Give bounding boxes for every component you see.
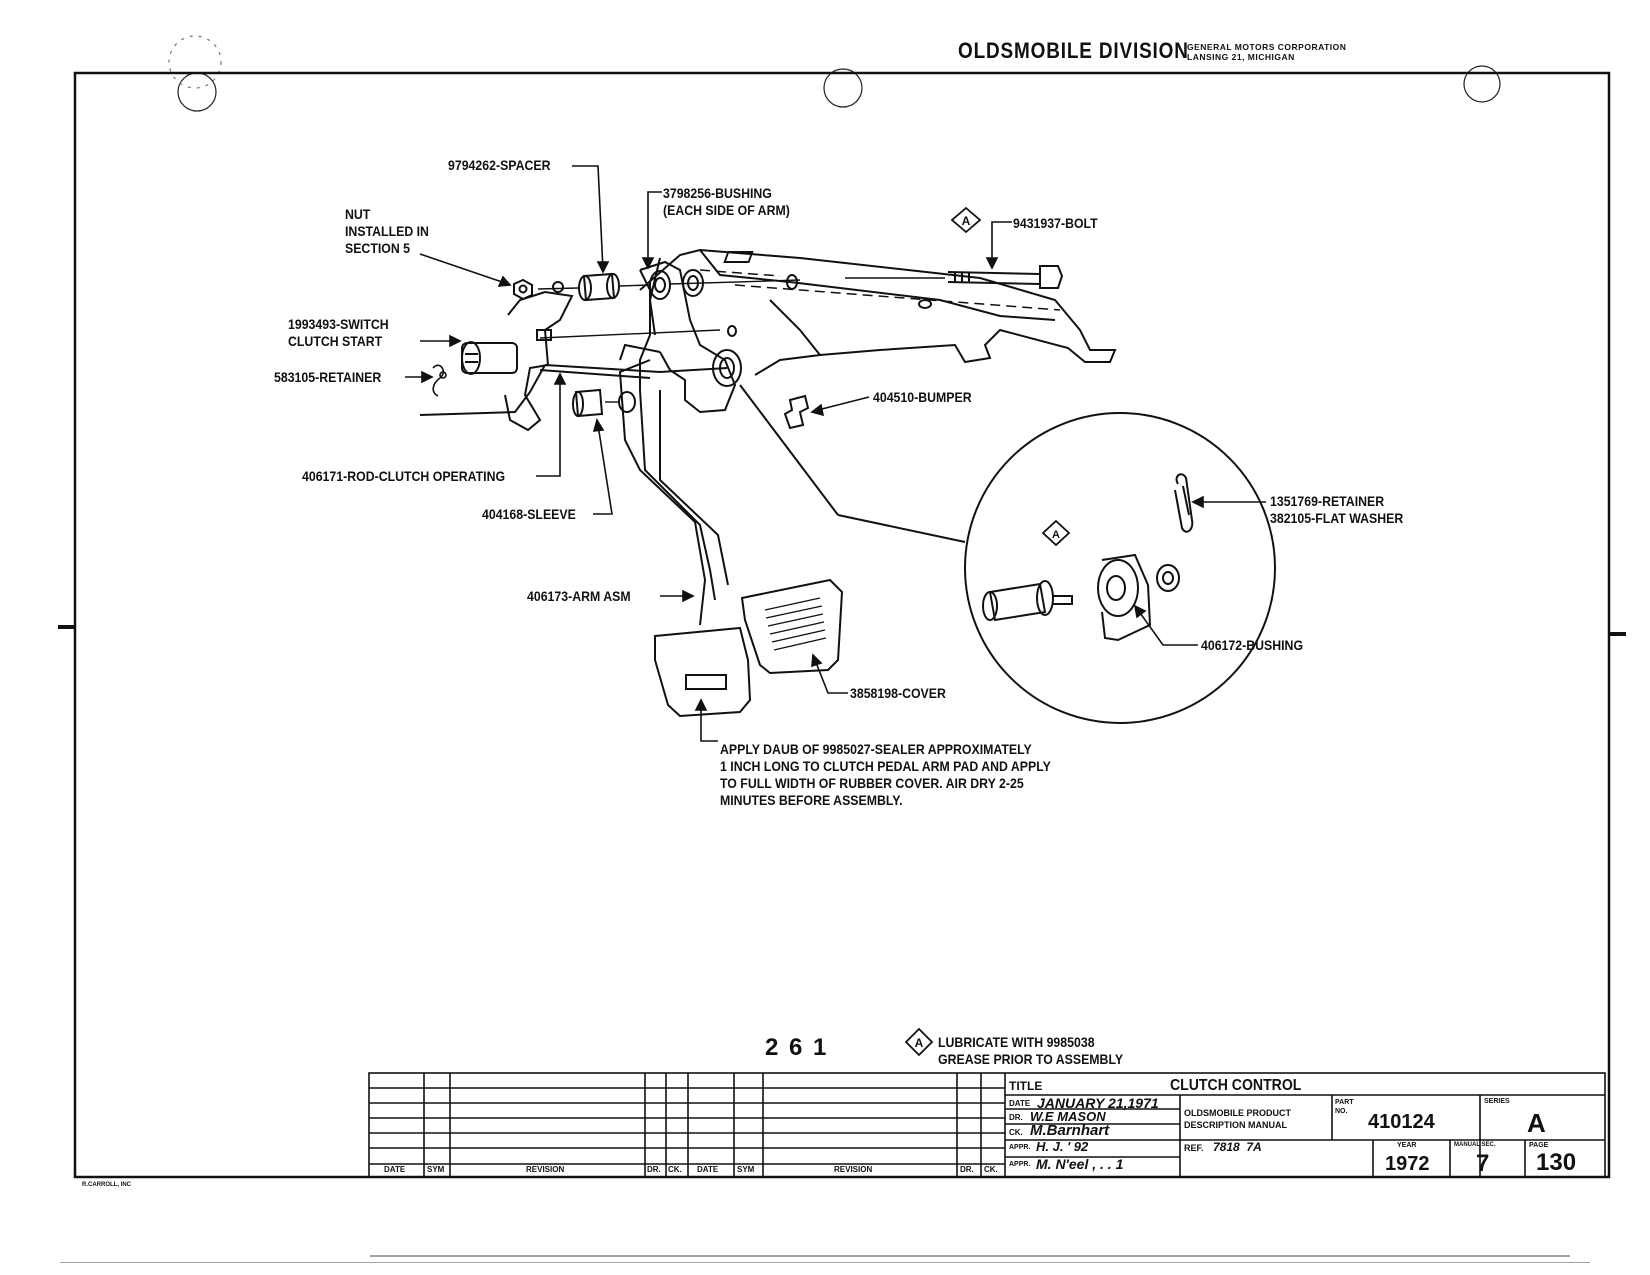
- clutch-operating-rod: [419, 364, 728, 416]
- title-label: TITLE: [1009, 1079, 1043, 1093]
- spacer: [578, 272, 620, 302]
- dr-label: DR.: [1009, 1113, 1023, 1122]
- drafter: W.E MASON: [1030, 1109, 1106, 1124]
- rev-header-date: DATE: [384, 1165, 406, 1174]
- series-value: A: [1527, 1108, 1546, 1138]
- part-no-label: PART NO.: [1335, 1099, 1354, 1115]
- label-retainer-1351769: 1351769-RETAINER 382105-FLAT WASHER: [1270, 493, 1404, 526]
- label-spacer: 9794262-SPACER: [448, 157, 551, 173]
- svg-text:A: A: [962, 214, 971, 228]
- pedal-pad-cover: [740, 578, 844, 675]
- title-block-grid: [368, 1072, 1606, 1178]
- drawing-border: [73, 71, 1611, 1179]
- drawing-date: JANUARY 21,1971: [1037, 1095, 1159, 1111]
- part-number: 410124: [1368, 1111, 1435, 1133]
- rev-header-dr-2: DR.: [960, 1165, 974, 1174]
- manual-sec-label: MANUAL SEC.: [1454, 1142, 1496, 1148]
- rev-header-revision: REVISION: [526, 1165, 565, 1174]
- rev-header-sym: SYM: [427, 1165, 445, 1174]
- label-bumper: 404510-BUMPER: [873, 389, 972, 405]
- drawing-title: CLUTCH CONTROL: [1170, 1077, 1302, 1094]
- pedal-arm: [618, 260, 742, 626]
- series-label: SERIES: [1484, 1098, 1510, 1105]
- rev-header-dr: DR.: [647, 1165, 661, 1174]
- label-bushing-3798256: 3798256-BUSHING (EACH SIDE OF ARM): [663, 185, 790, 218]
- label-cover: 3858198-COVER: [850, 685, 946, 701]
- rev-header-sym-2: SYM: [737, 1165, 755, 1174]
- lube-marker-bolt: A: [950, 206, 982, 234]
- manual-name: OLDSMOBILE PRODUCT DESCRIPTION MANUAL: [1184, 1108, 1291, 1130]
- label-bolt: 9431937-BOLT: [1013, 215, 1098, 231]
- label-switch: 1993493-SWITCH CLUTCH START: [288, 316, 389, 349]
- bushing-detail-view: [739, 384, 1276, 724]
- date-label: DATE: [1009, 1099, 1031, 1108]
- lube-marker-legend: A: [904, 1027, 934, 1057]
- label-arm-asm: 406173-ARM ASM: [527, 588, 631, 604]
- bumper: [783, 394, 810, 430]
- sleeve: [572, 388, 636, 418]
- year-label: YEAR: [1397, 1142, 1417, 1149]
- leader-lines: [405, 165, 1266, 742]
- pedal-pad-left: [654, 626, 752, 718]
- ref-value: 7818 7A: [1213, 1140, 1262, 1154]
- sheet-number: 2 6 1: [765, 1034, 829, 1061]
- appr-label-2: APPR.: [1009, 1161, 1031, 1168]
- printer-mark: R.CARROLL, INC: [82, 1182, 131, 1188]
- bolt: [947, 265, 1064, 289]
- year-value: 1972: [1385, 1153, 1430, 1175]
- ck-label: CK.: [1009, 1128, 1023, 1137]
- sealer-note: APPLY DAUB OF 9985027-SEALER APPROXIMATE…: [720, 741, 1051, 808]
- rev-header-revision-2: REVISION: [834, 1165, 873, 1174]
- svg-text:A: A: [915, 1036, 924, 1050]
- approver-1: H. J. ' 92: [1036, 1139, 1089, 1154]
- rev-header-ck-2: CK.: [984, 1165, 998, 1174]
- corporation-address: GENERAL MOTORS CORPORATION LANSING 21, M…: [1187, 42, 1347, 62]
- page-value: 130: [1536, 1149, 1577, 1176]
- svg-text:A: A: [1052, 529, 1060, 541]
- label-bushing-406172: 406172-BUSHING: [1201, 637, 1304, 653]
- rev-header-date-2: DATE: [697, 1165, 719, 1174]
- label-sleeve: 404168-SLEEVE: [482, 506, 576, 522]
- manual-sec-value: 7: [1476, 1150, 1490, 1177]
- lube-marker-pin: A: [1041, 519, 1071, 547]
- division-header: OLDSMOBILE DIVISION: [958, 38, 1189, 63]
- pedal-bracket: [639, 248, 1117, 376]
- label-rod: 406171-ROD-CLUTCH OPERATING: [302, 468, 506, 484]
- checker: M.Barnhart: [1030, 1122, 1110, 1139]
- retainer-clip-583105: [432, 364, 447, 397]
- page-label: PAGE: [1529, 1142, 1549, 1149]
- approver-2: M. N'eel , . . 1: [1036, 1156, 1124, 1172]
- ref-label: REF.: [1184, 1143, 1204, 1153]
- scan-noise: [60, 1255, 1590, 1263]
- label-nut: NUT INSTALLED IN SECTION 5: [345, 206, 429, 256]
- rev-header-ck: CK.: [668, 1165, 682, 1174]
- lube-legend-note: LUBRICATE WITH 9985038 GREASE PRIOR TO A…: [938, 1034, 1124, 1067]
- appr-label-1: APPR.: [1009, 1144, 1031, 1151]
- label-retainer-583105: 583105-RETAINER: [274, 369, 382, 385]
- nut: [513, 278, 564, 301]
